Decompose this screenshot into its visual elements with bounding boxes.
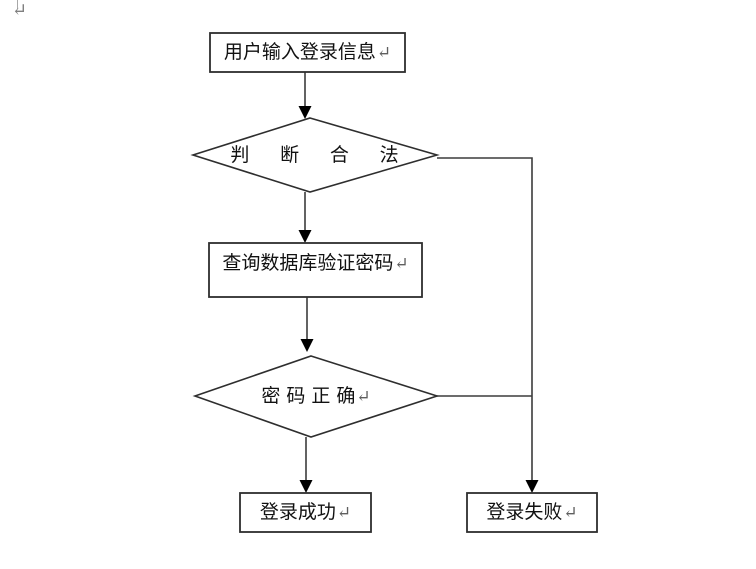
node-start-text: 用户输入登录信息 xyxy=(223,42,376,63)
node-login-success-shape[interactable] xyxy=(239,492,372,533)
edge-password-to-success xyxy=(299,437,313,493)
node-check-valid-shape[interactable] xyxy=(190,117,440,193)
eol-mark: ↵ xyxy=(563,503,578,522)
edge-valid-to-fail xyxy=(437,157,539,493)
eol-mark: ↵ xyxy=(394,253,409,273)
arrowhead-down-icon xyxy=(525,480,539,493)
node-check-password-text: 密码正确 xyxy=(261,385,362,407)
node-check-password-shape[interactable] xyxy=(192,355,440,438)
node-login-fail-label: 登录失败↵ xyxy=(467,493,597,532)
arrowhead-down-icon xyxy=(298,106,312,119)
node-check-password-label: 密码正确↵ xyxy=(195,381,437,411)
eol-mark: ↵ xyxy=(356,386,371,406)
edge-query-to-password xyxy=(300,297,314,352)
node-query-db-text: 查询数据库验证密码 xyxy=(222,252,394,274)
cursor-line xyxy=(17,0,18,9)
node-login-success-label: 登录成功↵ xyxy=(240,493,371,532)
arrowhead-down-icon xyxy=(298,230,312,243)
eol-mark: ↵ xyxy=(336,503,352,522)
eol-mark: ↵ xyxy=(376,43,392,62)
node-login-fail-shape[interactable] xyxy=(466,492,598,533)
node-start-label: 用户输入登录信息↵ xyxy=(210,33,405,72)
node-login-fail-text: 登录失败 xyxy=(486,502,563,523)
arrowhead-down-icon xyxy=(300,339,314,352)
edge-start-to-valid xyxy=(298,72,312,119)
edge-valid-to-query xyxy=(298,192,312,243)
paragraph-mark: ↵ xyxy=(12,0,28,20)
node-check-valid-text: 判 断 合 法 xyxy=(230,144,412,166)
node-query-db-label: 查询数据库验证密码↵ xyxy=(209,247,422,279)
node-query-db-shape[interactable] xyxy=(208,242,423,298)
node-start-shape[interactable] xyxy=(209,32,406,73)
node-check-valid-label: 判 断 合 法 xyxy=(193,140,437,170)
node-login-success-text: 登录成功 xyxy=(259,502,336,523)
arrowhead-down-icon xyxy=(299,480,313,493)
